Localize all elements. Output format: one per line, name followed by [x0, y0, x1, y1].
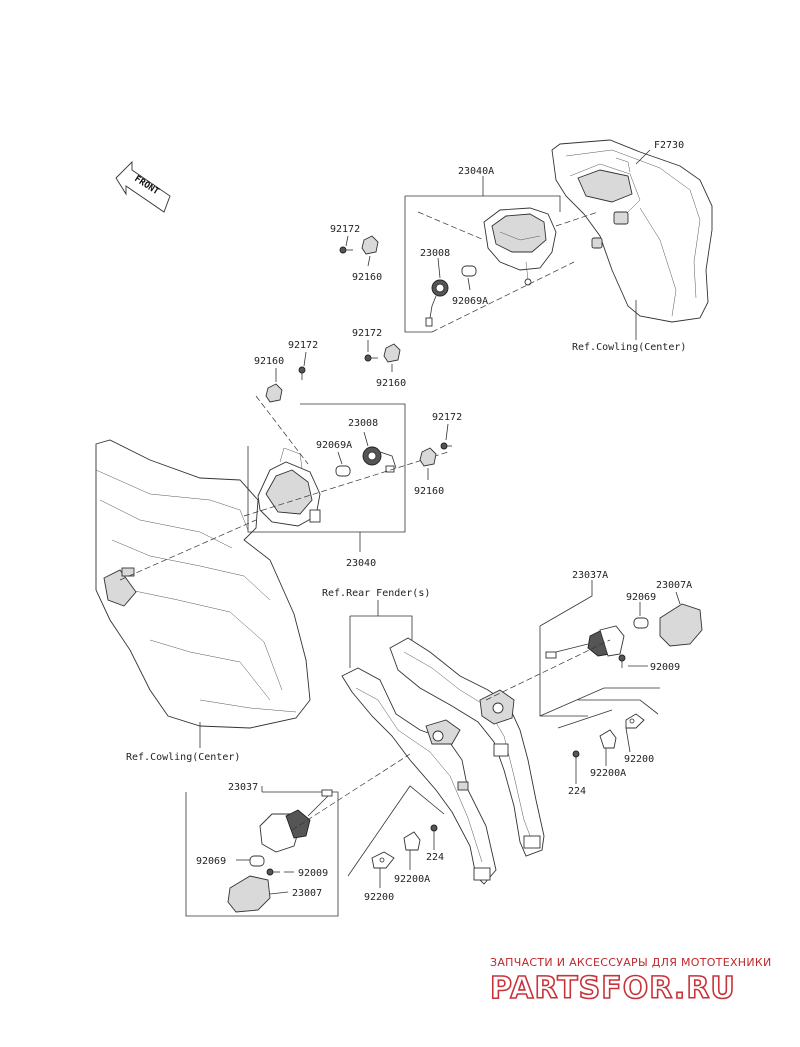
bulb-92069-b: [249, 855, 265, 867]
bracket-92200-a: [625, 713, 645, 729]
label-92172-c: 92172: [288, 340, 318, 351]
leader-lines: [236, 235, 681, 895]
label-23007: 23007: [292, 888, 322, 899]
turn-signal-23040-group: [243, 395, 449, 552]
watermark: ЗАПЧАСТИ И АКСЕССУАРЫ ДЛЯ МОТОТЕХНИКИ PA…: [489, 956, 772, 1007]
label-92069A-b: 92069A: [316, 440, 352, 451]
grommet-92160-a: [361, 235, 379, 255]
grommet-92160-b: [383, 343, 401, 363]
screw-92172-c: [298, 366, 306, 380]
label-92069-b: 92069: [196, 856, 226, 867]
label-92009-a: 92009: [650, 662, 680, 673]
label-23008-a: 23008: [420, 248, 450, 259]
part-labels: F2730 23040A 92172 92160 23008 92069A 92…: [126, 140, 692, 903]
label-23007A: 23007A: [656, 580, 692, 591]
lens-23007: [227, 875, 271, 913]
socket-23008-a: [425, 279, 449, 327]
turn-signal-23040A-group: [404, 176, 599, 333]
label-92172-a: 92172: [330, 224, 360, 235]
bulb-92069A-b: [335, 465, 351, 477]
grommet-92160-c: [265, 383, 283, 403]
label-224-a: 224: [568, 786, 586, 797]
screw-92172-b: [364, 354, 378, 362]
label-92160-d: 92160: [414, 486, 444, 497]
screw-92172-d: [440, 442, 452, 450]
watermark-tagline: ЗАПЧАСТИ И АКСЕССУАРЫ ДЛЯ МОТОТЕХНИКИ: [490, 956, 772, 969]
leader-lower-bracket: [347, 785, 445, 877]
lens-23007A: [659, 603, 703, 647]
label-92069-a: 92069: [626, 592, 656, 603]
bracket-92200-b: [371, 851, 395, 869]
cowling-center-upper: [551, 139, 713, 323]
nut-224-a: [572, 750, 580, 778]
leader-right-bracket: [578, 699, 659, 715]
label-23037: 23037: [228, 782, 258, 793]
label-92069A-a: 92069A: [452, 296, 488, 307]
bulb-92069A-a: [461, 265, 477, 277]
screw-92009-a: [618, 654, 626, 668]
bracket-92200A-a: [599, 729, 617, 749]
label-92200-b: 92200: [364, 892, 394, 903]
label-92009-b: 92009: [298, 868, 328, 879]
grommet-92160-d: [419, 447, 437, 467]
label-23008-b: 23008: [348, 418, 378, 429]
screw-92172-a: [339, 246, 353, 254]
label-23040: 23040: [346, 558, 376, 569]
label-92160-b: 92160: [376, 378, 406, 389]
rear-fender-bracket: [341, 600, 545, 885]
screw-92009-b: [266, 868, 280, 876]
label-ref-cowling-bottom: Ref.Cowling(Center): [126, 752, 240, 763]
label-92172-b: 92172: [352, 328, 382, 339]
bracket-92200A-b: [403, 831, 421, 851]
label-92160-a: 92160: [352, 272, 382, 283]
socket-23008-b: [362, 446, 397, 473]
turn-signal-23037: [259, 789, 333, 853]
nut-224-b: [430, 824, 438, 846]
leader-f2730: [635, 149, 651, 165]
turn-signal-23037-group: [185, 753, 411, 917]
turn-signal-23037A: [545, 625, 625, 659]
label-23040A: 23040A: [458, 166, 494, 177]
label-f2730: F2730: [654, 140, 684, 151]
label-92172-d: 92172: [432, 412, 462, 423]
front-arrow-icon: FRONT: [115, 160, 171, 213]
turn-signal-23037A-group: [485, 580, 703, 717]
label-92200A-a: 92200A: [590, 768, 626, 779]
label-ref-rear-fender: Ref.Rear Fender(s): [322, 588, 430, 599]
watermark-brand: PARTSFOR.RU: [490, 971, 736, 1006]
label-92200A-b: 92200A: [394, 874, 430, 885]
label-92200-a: 92200: [624, 754, 654, 765]
label-ref-cowling-top: Ref.Cowling(Center): [572, 342, 686, 353]
bulb-92069-a: [633, 617, 649, 629]
label-224-b: 224: [426, 852, 444, 863]
label-23037A: 23037A: [572, 570, 608, 581]
label-92160-c: 92160: [254, 356, 284, 367]
